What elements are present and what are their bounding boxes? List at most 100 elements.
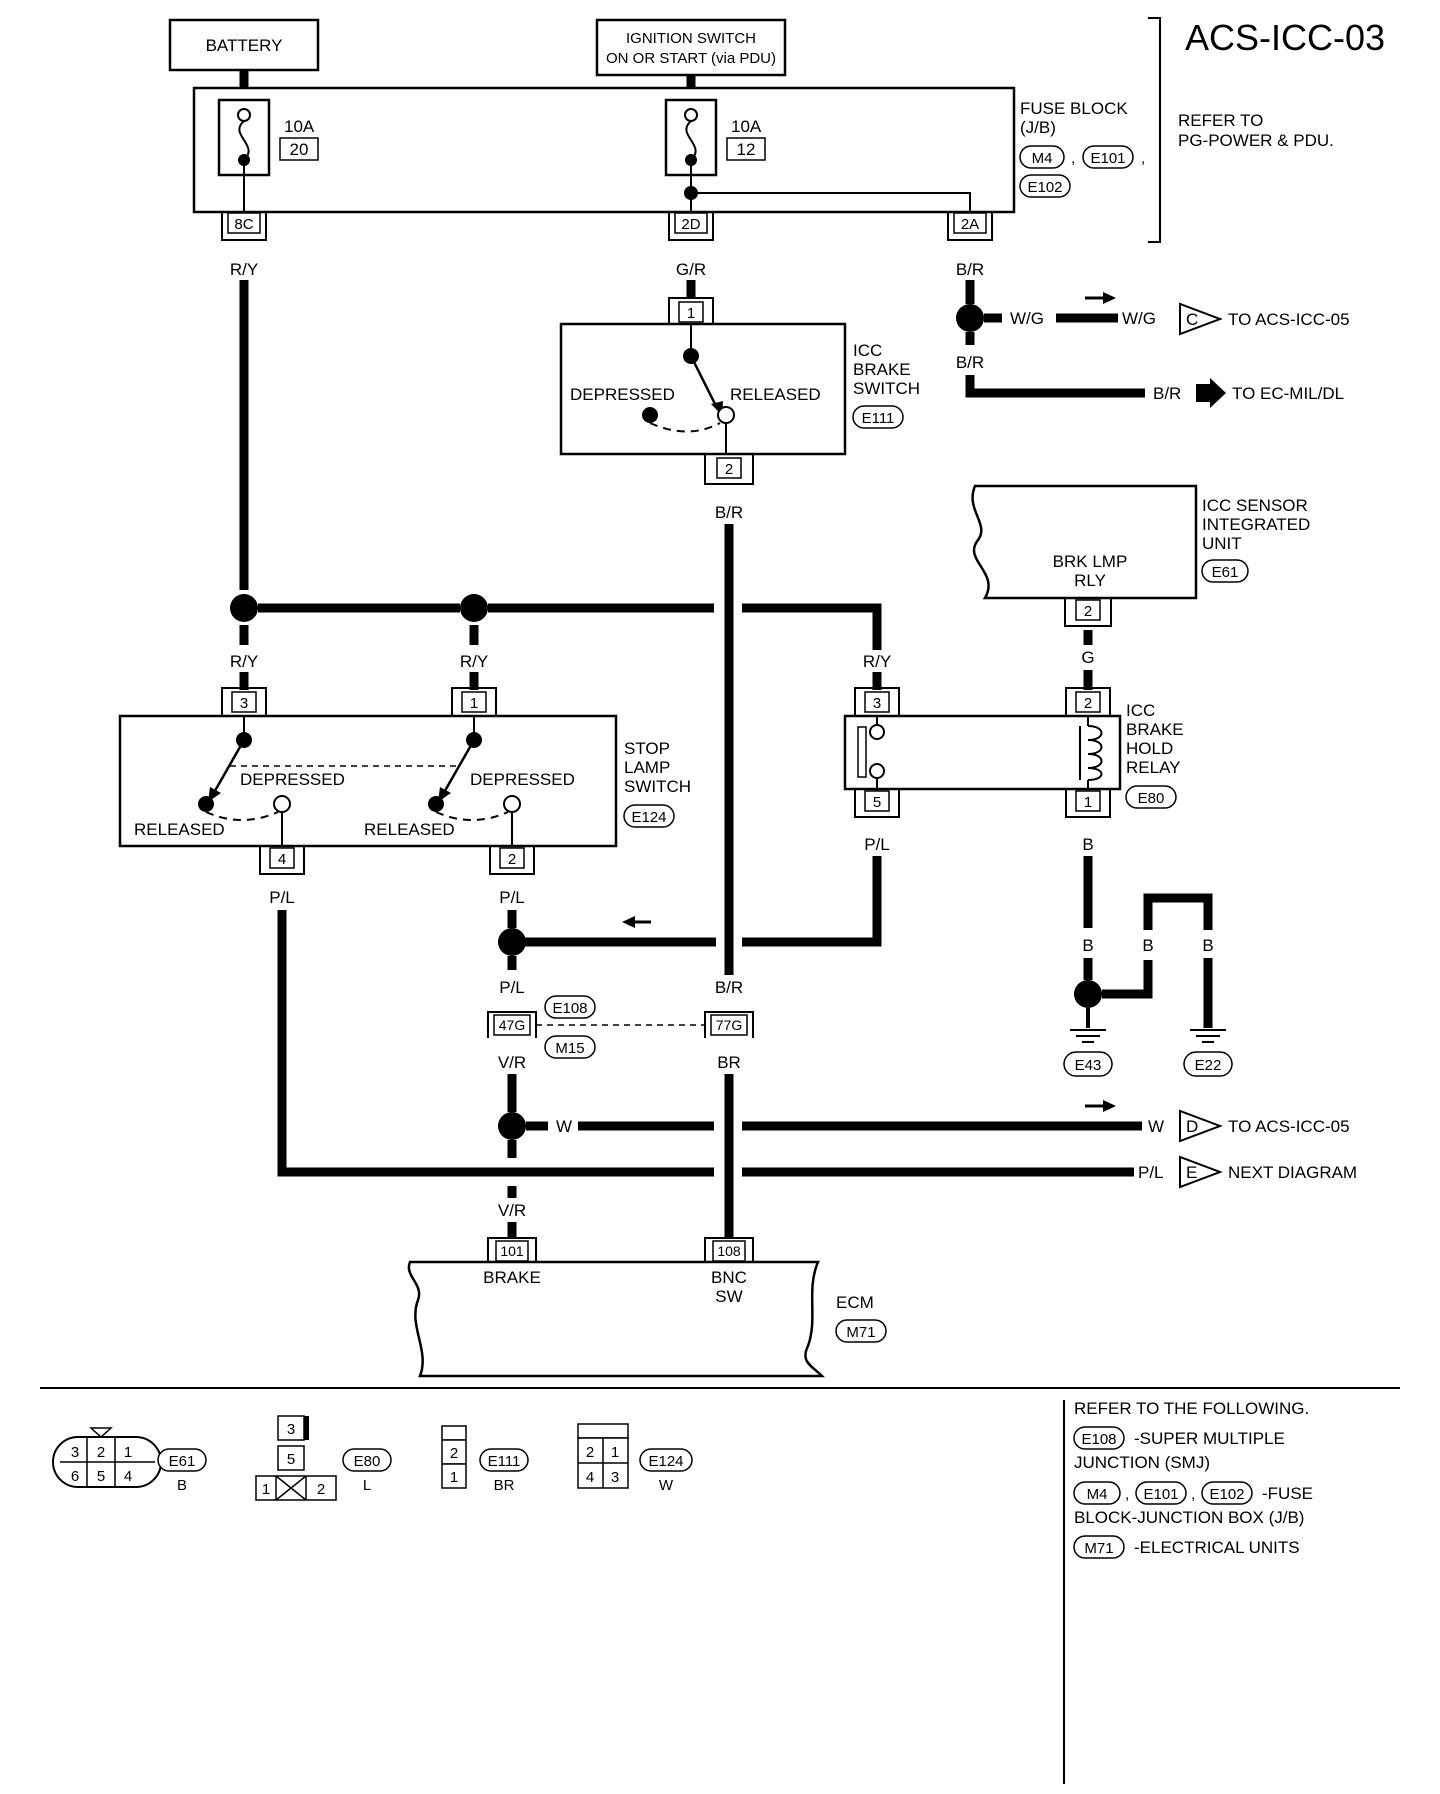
refer-m4-badge: [1073, 1481, 1121, 1505]
refer-m71-badge: [1073, 1535, 1125, 1559]
wire-br-2a-b: B/R: [956, 353, 984, 372]
fuse-20-num-box: [279, 137, 319, 161]
wire-w-1: W: [556, 1117, 572, 1136]
refer-e101-badge: [1135, 1481, 1187, 1505]
battery-label: BATTERY: [206, 36, 283, 55]
legend-e80-color: L: [363, 1477, 371, 1494]
icc-switch-conn: E111: [862, 410, 895, 427]
e80-pin-3: 3: [287, 1421, 295, 1438]
icc-brake-switch-box: [559, 322, 847, 456]
legend-e80-badge: [342, 1448, 392, 1472]
ignition-line2: ON OR START (via PDU): [606, 50, 776, 67]
pin-stop-1-label: 1: [470, 695, 478, 712]
ground-e43: E43: [1075, 1057, 1102, 1074]
wire-b-relay: B: [1082, 835, 1093, 854]
icc-sensor-label3: UNIT: [1202, 534, 1242, 553]
wire-ry-sw3: R/Y: [230, 652, 258, 671]
pin-relay-3: [854, 687, 900, 716]
e111-pin-2: 2: [450, 1445, 458, 1462]
wire-fuse12-2a: [691, 192, 971, 212]
offpage-e-icon: [1179, 1155, 1223, 1189]
pin-relay-5: [854, 789, 900, 818]
fuse-12-amp: 10A: [731, 117, 762, 136]
offpage-c-text: TO ACS-ICC-05: [1228, 310, 1350, 329]
pin-stop-1: [451, 687, 497, 716]
pin-2a-label: 2A: [961, 216, 979, 233]
relay-label1: ICC: [1126, 701, 1155, 720]
relay-coil-icon: [1079, 716, 1103, 789]
e80-pin-1: 1: [262, 1481, 270, 1498]
comma-1: ,: [1071, 150, 1075, 167]
e61-pin-1: 1: [124, 1444, 132, 1461]
connector-e61-face-icon: [52, 1427, 162, 1488]
conn-m4-badge: [1019, 145, 1065, 169]
relay-contact-icon: [857, 716, 885, 789]
pin-relay-3-label: 3: [873, 695, 881, 712]
wire-brn: BR: [717, 1053, 741, 1072]
pin-icc-switch-1-label: 1: [687, 305, 695, 322]
pin-ecm-101-label: 101: [500, 1243, 524, 1259]
wire-pl-relay: P/L: [864, 835, 890, 854]
smj-m15-badge: [544, 1035, 596, 1059]
ground-e22-badge: [1183, 1051, 1233, 1077]
junction-pl: [498, 928, 526, 956]
fuse-20-num: 20: [290, 140, 309, 159]
offpage-c-letter: C: [1186, 310, 1198, 329]
wire-ry-sw1: R/Y: [460, 652, 488, 671]
wire-pl-stop2: P/L: [499, 888, 525, 907]
wire-b-jumper-top: [1143, 893, 1213, 930]
ecm-conn: M71: [846, 1324, 875, 1341]
conn-e102: E102: [1027, 179, 1062, 196]
ecm-bnc-label-2: SW: [715, 1287, 742, 1306]
pin-relay-2-label: 2: [1084, 695, 1092, 712]
pin-icc-switch-2: [704, 454, 754, 485]
refer-bracket: [1148, 17, 1161, 243]
junction-ry-2: [460, 594, 488, 622]
pin-smj-77g-label: 77G: [716, 1017, 742, 1033]
relay-label2: BRAKE: [1126, 720, 1184, 739]
pin-stop-2: [489, 846, 535, 875]
pin-stop-4: [259, 846, 305, 875]
wire-gr: G/R: [676, 260, 706, 279]
legend-e61-color: B: [177, 1477, 187, 1494]
e61-pin-4: 4: [124, 1468, 132, 1485]
comma-2: ,: [1141, 150, 1145, 167]
e61-pin-2: 2: [97, 1444, 105, 1461]
legend-e80: E80: [354, 1453, 381, 1470]
ground-e43-badge: [1063, 1051, 1113, 1077]
e124-pin-1: 1: [611, 1444, 619, 1461]
conn-e101-badge: [1082, 145, 1134, 169]
refer-m71-text: -ELECTRICAL UNITS: [1134, 1538, 1300, 1557]
conn-e101: E101: [1090, 150, 1125, 167]
fuse-20-amp: 10A: [284, 117, 315, 136]
pin-icc-sensor-2-label: 2: [1084, 603, 1092, 620]
stop-lamp-conn: E124: [631, 809, 666, 826]
pin-stop-3: [221, 687, 267, 716]
refer-m4: M4: [1087, 1486, 1108, 1503]
ground-e43-icon: [1070, 1029, 1106, 1043]
refer-e108-text2: JUNCTION (SMJ): [1074, 1453, 1210, 1472]
legend-e111: E111: [488, 1453, 521, 1470]
offpage-d-text: TO ACS-ICC-05: [1228, 1117, 1350, 1136]
e80-pin-2: 2: [317, 1481, 325, 1498]
wire-pl-stop4: P/L: [269, 888, 295, 907]
ignition-line1: IGNITION SWITCH: [626, 30, 756, 47]
refer-e102-badge: [1201, 1481, 1253, 1505]
ecm-label: ECM: [836, 1293, 874, 1312]
stop-depressed-left: DEPRESSED: [240, 770, 345, 789]
pin-8c: [221, 212, 267, 241]
pin-relay-1-label: 1: [1084, 794, 1092, 811]
refer-fuse-text1: -FUSE: [1262, 1484, 1313, 1503]
pin-stop-3-label: 3: [240, 695, 248, 712]
icc-sensor-conn: E61: [1212, 564, 1239, 581]
offpage-d-icon: [1179, 1109, 1223, 1143]
smj-e108: E108: [552, 1000, 587, 1017]
legend-e61: E61: [169, 1453, 196, 1470]
conn-m4: M4: [1032, 150, 1053, 167]
ecm-box: [407, 1260, 826, 1378]
direction-arrow-d-icon: [1085, 1100, 1116, 1112]
wire-pl-stop4-line: [277, 910, 714, 1177]
wire-pl-e: P/L: [1138, 1163, 1164, 1182]
stop-depressed-right: DEPRESSED: [470, 770, 575, 789]
